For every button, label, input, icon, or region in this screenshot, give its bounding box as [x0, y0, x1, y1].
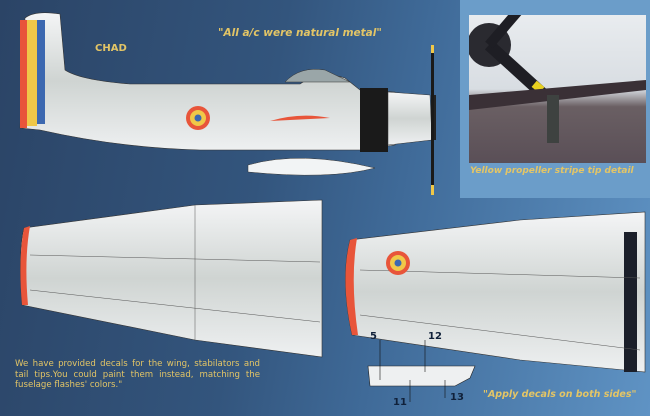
decal-note: We have provided decals for the wing, st… — [15, 359, 260, 390]
wing-upperside-right — [345, 211, 646, 373]
callout-13: 13 — [450, 392, 464, 403]
propeller — [431, 45, 434, 195]
reference-photo — [469, 15, 646, 163]
photo-caption: Yellow propeller stripe tip detail — [470, 166, 634, 176]
callout-11: 11 — [393, 397, 407, 408]
engine-cowl — [360, 88, 388, 152]
photo-propeller — [469, 15, 646, 143]
tail-flash-red — [20, 20, 27, 128]
walkway-stripe — [624, 232, 637, 372]
tail-flash-blue — [37, 20, 45, 124]
photo-person — [547, 95, 559, 143]
callout-12: 12 — [428, 331, 442, 342]
tail-flash-yellow — [27, 20, 37, 126]
drop-tank — [247, 157, 376, 176]
aircraft-side-profile — [19, 12, 436, 195]
stabilator-tip-detail — [367, 340, 476, 402]
country-label: CHAD — [95, 43, 127, 54]
finish-note: "All a/c were natural metal" — [218, 27, 382, 39]
apply-note: "Apply decals on both sides" — [483, 389, 637, 400]
canopy — [284, 69, 351, 83]
callout-5: 5 — [370, 331, 377, 342]
wing-underside-left — [20, 199, 323, 358]
